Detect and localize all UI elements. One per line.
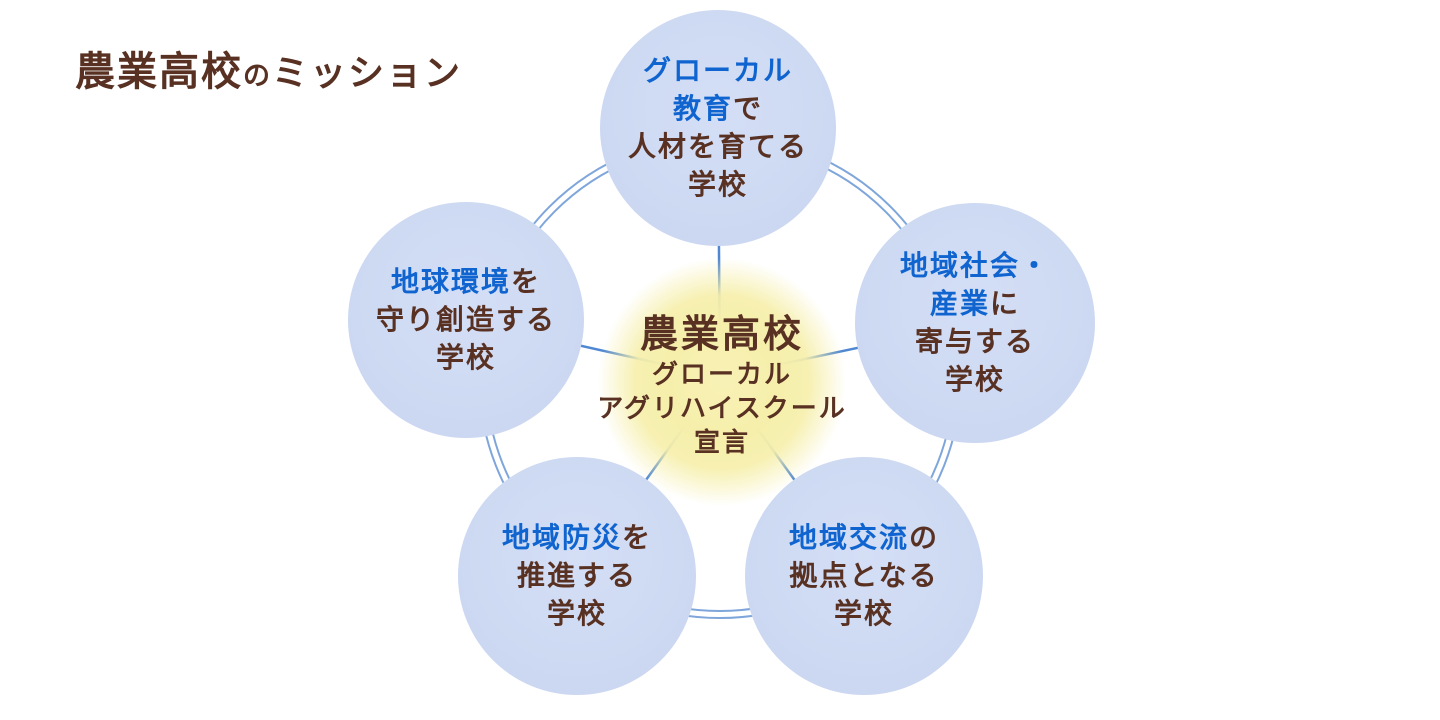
node-text-line: 守り創造する <box>376 301 556 339</box>
center-declaration-line: 宣言 <box>693 426 750 457</box>
node-text-segment: 拠点となる <box>789 559 939 591</box>
node-community-exchange: 地域交流の 拠点となる 学校 <box>745 457 983 695</box>
node-text-segment: 産業 <box>929 287 990 319</box>
node-text-line: 産業に <box>930 285 1020 323</box>
node-text-segment: 地域交流 <box>788 521 909 553</box>
node-text-line: 学校 <box>547 595 607 633</box>
node-text-line: 学校 <box>834 595 894 633</box>
node-text-line: 教育で <box>673 90 763 128</box>
node-text-line: グローカル <box>643 52 793 90</box>
node-text-segment: に <box>990 287 1021 319</box>
node-text-line: 地球環境を <box>391 263 541 301</box>
node-text-segment: 学校 <box>687 169 748 201</box>
node-text-line: 拠点となる <box>789 557 938 595</box>
node-text-segment: 地域防災 <box>501 521 622 553</box>
node-text-segment: 学校 <box>435 342 496 374</box>
node-disaster-prevention: 地域防災を 推進する 学校 <box>458 457 696 695</box>
node-text-segment: 学校 <box>944 364 1005 396</box>
center-declaration: 農業高校 グローカル アグリハイスクール 宣言 <box>522 302 922 470</box>
node-text-segment: 学校 <box>546 598 607 630</box>
node-text-segment: 地域社会・ <box>899 249 1050 281</box>
page-title-segment: ミッション <box>272 52 463 93</box>
node-community-industry: 地域社会・ 産業に 寄与する 学校 <box>855 203 1095 443</box>
node-earth-environment: 地球環境を 守り創造する 学校 <box>348 202 584 438</box>
node-text-line: 学校 <box>688 166 748 204</box>
node-text-line: 地域社会・ <box>900 247 1050 285</box>
center-declaration-line: アグリハイスクール <box>597 392 847 423</box>
node-text-segment: 地球環境 <box>390 265 511 297</box>
node-text-line: 人材を育てる <box>628 128 808 166</box>
node-text-line: 地域防災を <box>502 519 652 557</box>
center-declaration-line: グローカル <box>651 359 792 390</box>
node-text-line: 寄与する <box>915 323 1035 361</box>
node-text-segment: の <box>909 521 940 553</box>
node-text-line: 地域交流の <box>789 519 939 557</box>
node-text-segment: で <box>733 92 764 124</box>
node-text-segment: を <box>511 265 542 297</box>
node-text-segment: 守り創造する <box>375 303 556 335</box>
node-text-line: 学校 <box>945 361 1005 399</box>
node-text-segment: グローカル <box>642 54 793 86</box>
node-text-line: 推進する <box>517 557 637 595</box>
page-title: 農業高校のミッション <box>75 52 462 92</box>
center-declaration-heading: 農業高校 <box>639 313 804 356</box>
node-glocal-education: グローカル 教育で 人材を育てる 学校 <box>600 10 836 246</box>
center-glow <box>598 258 846 506</box>
node-text-segment: 教育 <box>672 92 733 124</box>
node-text-segment: 学校 <box>833 598 894 630</box>
node-text-segment: 人材を育てる <box>627 131 808 162</box>
node-text-line: 学校 <box>436 339 496 377</box>
node-text-segment: を <box>622 521 653 553</box>
page-title-segment: の <box>243 61 272 91</box>
node-text-segment: 推進する <box>516 559 637 591</box>
node-text-segment: 寄与する <box>914 326 1035 357</box>
page-title-segment: 農業高校 <box>75 50 243 94</box>
